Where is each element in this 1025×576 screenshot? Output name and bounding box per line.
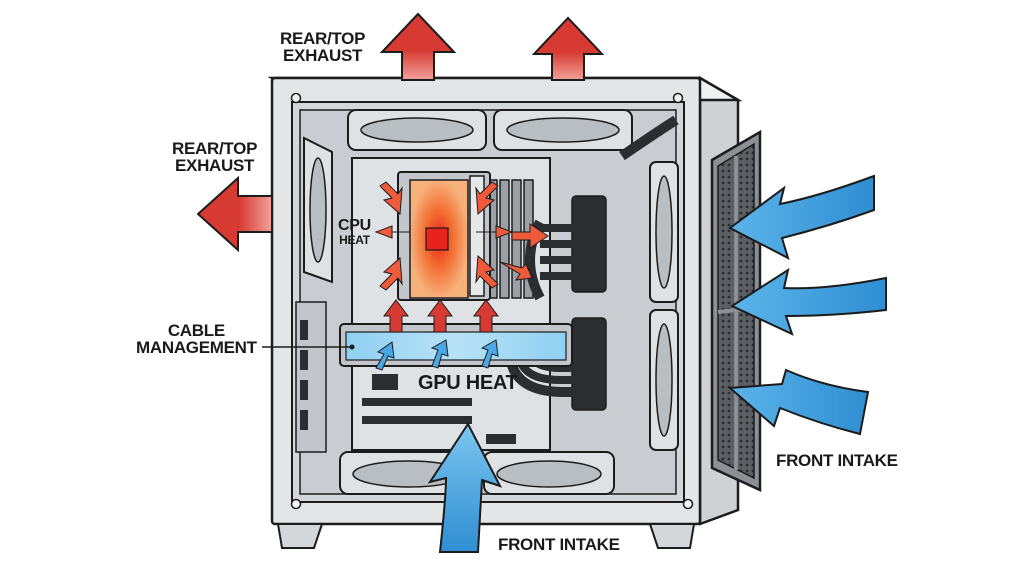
gpu [339, 323, 573, 390]
top-exhaust-arrows [379, 12, 605, 81]
gpu-heat-arrows [383, 299, 499, 333]
label-front-intake-side: FRONT INTAKE [776, 451, 898, 470]
label-front-intake-bottom: FRONT INTAKE [498, 535, 620, 554]
label-exhaust-top: REAR/TOP EXHAUST [280, 29, 366, 65]
cpu-cooler [397, 171, 491, 301]
rear-exhaust-arrow [196, 175, 273, 253]
bottom-intake-arrow [427, 422, 503, 553]
rear-exhaust-fan [303, 136, 333, 284]
front-fans [649, 161, 679, 451]
label-cpu-heat: CPU HEAT [338, 217, 371, 247]
label-exhaust-rear: REAR/TOP EXHAUST [172, 139, 258, 175]
cpu-heat-arrows [374, 181, 549, 291]
expansion-slots [295, 301, 327, 453]
bottom-fans [339, 451, 615, 495]
label-cable-management: CABLE MANAGEMENT [136, 321, 257, 357]
label-gpu-heat: GPU HEAT [418, 372, 518, 394]
front-intake-arrows [727, 174, 887, 436]
top-fans [347, 109, 633, 151]
gpu-intake-arrows [375, 339, 499, 371]
